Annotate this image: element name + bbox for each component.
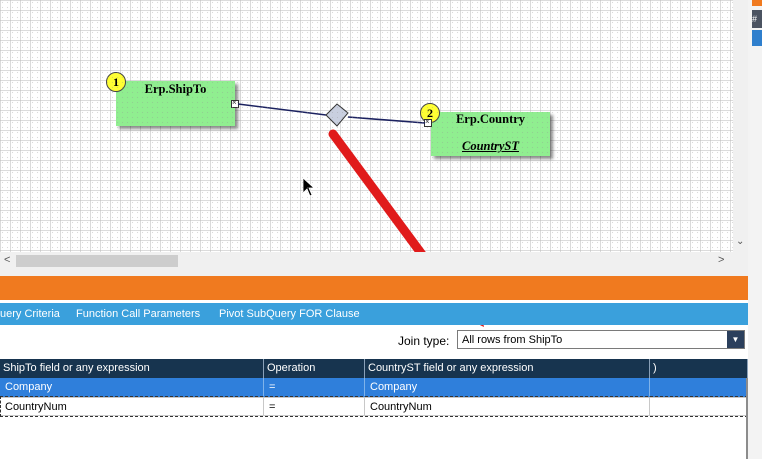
side-tab-active[interactable] bbox=[752, 30, 762, 46]
column-header[interactable]: CountryST field or any expression bbox=[365, 359, 650, 378]
diagram-vertical-scrollbar[interactable]: ⌄ bbox=[733, 0, 748, 252]
table-node-shipto[interactable]: Erp.ShipTo bbox=[116, 81, 235, 126]
triangle-down-icon[interactable]: ▼ bbox=[727, 331, 744, 348]
join-fields-grid: ShipTo field or any expression Operation… bbox=[0, 359, 748, 459]
grid-cell-paren[interactable] bbox=[650, 398, 748, 416]
panel-header-bar bbox=[0, 276, 748, 300]
splitter[interactable] bbox=[0, 270, 748, 276]
chevron-right-icon[interactable]: > bbox=[718, 254, 725, 266]
divider bbox=[0, 300, 748, 303]
table-node-country[interactable]: Erp.Country CountryST bbox=[431, 112, 550, 156]
tab-function-call-parameters[interactable]: Function Call Parameters bbox=[76, 308, 201, 320]
diagram-horizontal-scrollbar[interactable]: < > bbox=[0, 252, 733, 270]
grid-cell-paren[interactable] bbox=[650, 378, 748, 396]
table-row[interactable]: Company = Company bbox=[0, 378, 748, 397]
grid-cell-left-field[interactable]: CountryNum bbox=[0, 398, 264, 416]
join-type-label: Join type: bbox=[398, 334, 450, 348]
scrollbar-thumb[interactable] bbox=[16, 255, 178, 267]
tab-query-criteria[interactable]: uery Criteria bbox=[0, 308, 60, 320]
join-type-value: All rows from ShipTo bbox=[462, 334, 563, 346]
diamond-connector-icon[interactable] bbox=[325, 103, 349, 127]
tab-pivot-subquery-for-clause[interactable]: Pivot SubQuery FOR Clause bbox=[219, 308, 360, 320]
grid-scroll-edge bbox=[746, 378, 748, 459]
grid-header-row: ShipTo field or any expression Operation… bbox=[0, 359, 748, 378]
table-node-title: Erp.Country bbox=[455, 112, 526, 126]
mouse-pointer-icon bbox=[302, 177, 316, 197]
join-type-dropdown[interactable]: All rows from ShipTo ▼ bbox=[457, 330, 745, 349]
side-tab-glyph: # bbox=[752, 14, 758, 24]
chevron-down-icon[interactable]: ⌄ bbox=[736, 236, 745, 247]
column-header[interactable]: Operation bbox=[264, 359, 365, 378]
table-node-title: Erp.ShipTo bbox=[144, 82, 207, 96]
grid-cell-left-field[interactable]: Company bbox=[0, 378, 264, 396]
column-header[interactable]: ShipTo field or any expression bbox=[0, 359, 264, 378]
query-diagram-canvas[interactable]: Erp.ShipTo 1 Erp.Country CountryST 2 bbox=[0, 0, 748, 252]
table-node-alias: CountryST bbox=[462, 139, 519, 153]
grid-cell-right-field[interactable]: CountryNum bbox=[365, 398, 650, 416]
join-link-layer bbox=[237, 103, 426, 127]
grid-cell-operation[interactable]: = bbox=[264, 398, 365, 416]
column-header[interactable]: ) bbox=[650, 359, 748, 378]
scrollbar-corner bbox=[733, 252, 748, 270]
table-number-badge: 1 bbox=[106, 72, 126, 92]
grid-cell-right-field[interactable]: Company bbox=[365, 378, 650, 396]
join-line bbox=[237, 103, 327, 116]
chevron-left-icon[interactable]: < bbox=[4, 254, 11, 266]
tab-strip: uery Criteria Function Call Parameters P… bbox=[0, 303, 748, 325]
table-row[interactable]: CountryNum = CountryNum bbox=[0, 397, 748, 416]
side-accent bbox=[752, 0, 762, 6]
join-line bbox=[347, 116, 426, 124]
side-panel-edge bbox=[748, 0, 762, 459]
grid-cell-operation[interactable]: = bbox=[264, 378, 365, 396]
side-tab[interactable]: # bbox=[752, 10, 762, 28]
